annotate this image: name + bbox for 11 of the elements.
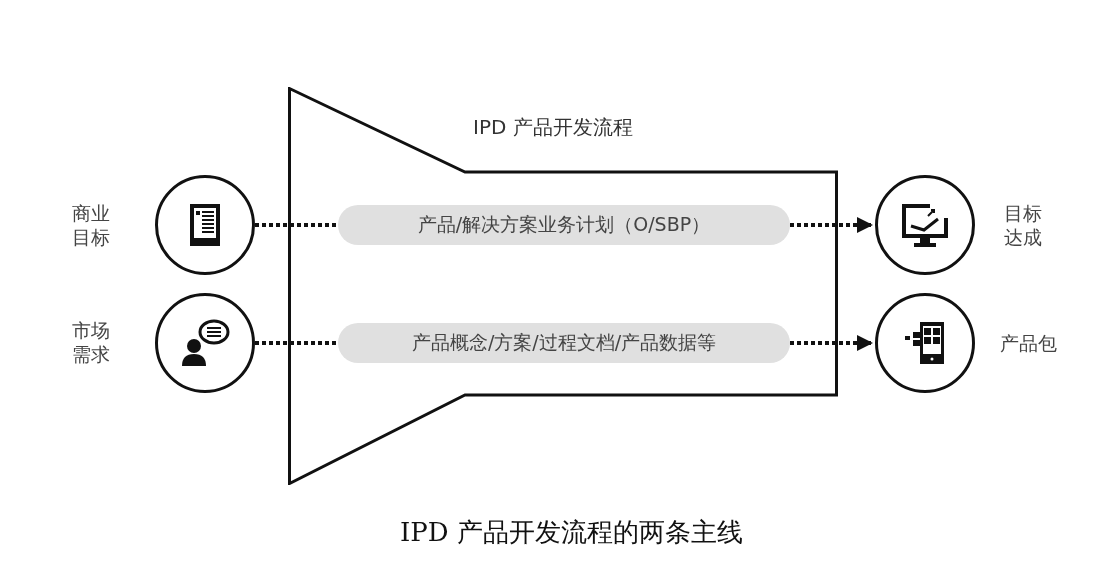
- circle-caption: 产品包: [1000, 331, 1058, 355]
- dotted-arrow: [790, 335, 873, 351]
- circle-caption: 目标达成: [1004, 201, 1043, 249]
- process-pill: 产品/解决方案业务计划（O/SBP）: [338, 205, 790, 245]
- dotted-arrow: [790, 217, 873, 233]
- funnel-shape: [288, 87, 838, 485]
- process-pill: 产品概念/方案/过程文档/产品数据等: [338, 323, 790, 363]
- funnel-title: IPD 产品开发流程: [473, 114, 633, 141]
- diagram-caption: IPD 产品开发流程的两条主线: [400, 516, 743, 549]
- circle-caption: 市场需求: [72, 318, 111, 366]
- circle-caption: 商业目标: [72, 201, 111, 249]
